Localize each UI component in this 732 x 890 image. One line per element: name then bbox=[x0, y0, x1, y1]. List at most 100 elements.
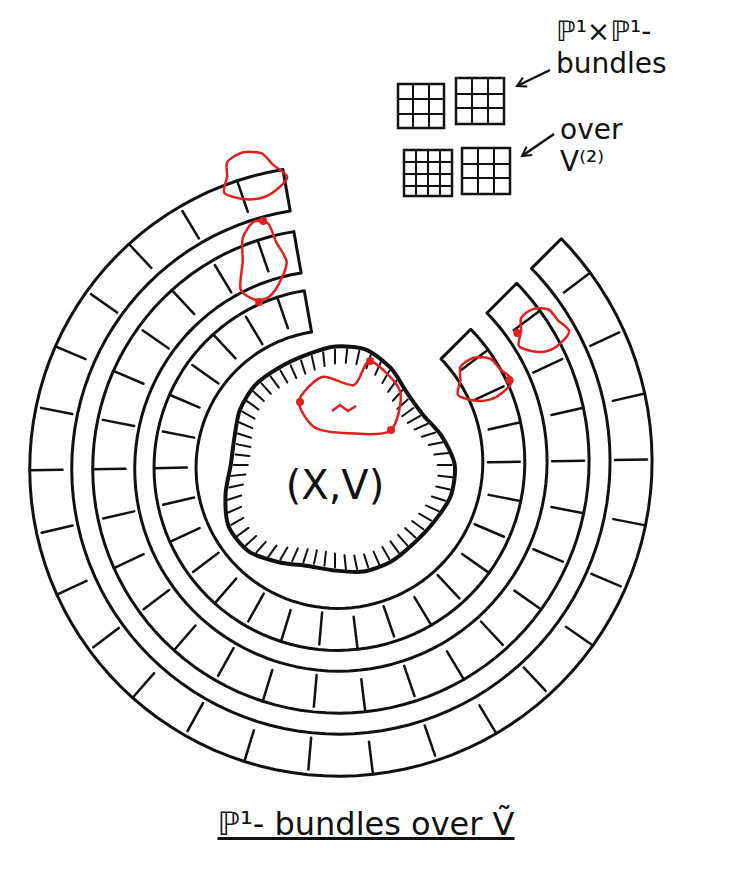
band-tick bbox=[91, 294, 117, 312]
annotation-label: ℙ¹×ℙ¹- bundles bbox=[556, 16, 716, 80]
band-tick bbox=[143, 330, 169, 348]
band-tick bbox=[258, 240, 269, 271]
band-tick bbox=[218, 648, 233, 676]
blob-tick bbox=[324, 552, 325, 566]
blob-tick bbox=[314, 550, 317, 564]
band-tick bbox=[154, 466, 187, 469]
band-tick bbox=[237, 181, 248, 212]
red-dot bbox=[513, 329, 521, 337]
band-tick bbox=[552, 507, 584, 513]
blob-tick bbox=[228, 507, 241, 513]
red-loop bbox=[518, 308, 569, 352]
band-tick bbox=[475, 386, 504, 399]
band-tick bbox=[174, 626, 195, 651]
caption-label: ℙ¹- bundles over Ṽ bbox=[20, 806, 712, 843]
band-tick bbox=[193, 553, 218, 572]
red-dot bbox=[387, 426, 395, 434]
band-tick bbox=[613, 519, 645, 525]
band-tick bbox=[447, 651, 464, 679]
blob-tick bbox=[292, 548, 298, 561]
band-tick bbox=[488, 461, 520, 464]
band-tick bbox=[93, 467, 126, 470]
blob-tick bbox=[229, 485, 243, 488]
band-tick bbox=[489, 495, 521, 501]
band-tick bbox=[246, 317, 262, 344]
red-dot bbox=[296, 398, 304, 406]
band-tick bbox=[533, 549, 562, 561]
blob-tick bbox=[256, 542, 265, 552]
blob-tick bbox=[271, 376, 279, 387]
blob-tick bbox=[235, 455, 249, 456]
blob-tick bbox=[291, 365, 297, 378]
band-tick bbox=[277, 297, 288, 328]
blob-tick bbox=[231, 518, 243, 525]
red-dot bbox=[255, 298, 263, 306]
band-tick bbox=[462, 554, 489, 573]
blob-tick bbox=[419, 514, 431, 521]
grid-square bbox=[462, 148, 510, 194]
band-tick bbox=[113, 371, 143, 384]
grid-square bbox=[404, 150, 452, 196]
red-dot bbox=[259, 217, 267, 225]
band-tick bbox=[514, 591, 541, 610]
band-tick bbox=[182, 211, 198, 238]
grid-lines bbox=[462, 148, 510, 194]
blob-tick bbox=[228, 495, 241, 499]
blob-tick bbox=[374, 552, 380, 565]
blob-tick bbox=[434, 453, 448, 454]
band-tick bbox=[414, 597, 431, 625]
band-tick bbox=[524, 668, 546, 691]
blob-tick bbox=[402, 408, 413, 416]
band-tick bbox=[479, 705, 496, 733]
blob-tick bbox=[280, 370, 287, 382]
grid-square bbox=[398, 84, 444, 128]
band-tick bbox=[188, 703, 203, 731]
band-tick bbox=[215, 579, 236, 604]
blob-tick bbox=[429, 442, 443, 445]
band-outline bbox=[154, 291, 525, 651]
band-tick bbox=[114, 554, 144, 568]
blob-tick bbox=[261, 383, 270, 393]
leader-arrow bbox=[522, 134, 554, 156]
blob-tick bbox=[422, 432, 435, 436]
blob-tick bbox=[382, 547, 389, 559]
band-tick bbox=[308, 738, 311, 770]
band-tick bbox=[462, 350, 488, 370]
band-tick bbox=[590, 332, 619, 345]
band-tick bbox=[103, 511, 134, 518]
band-outline bbox=[30, 170, 652, 777]
red-loop bbox=[299, 361, 401, 434]
grid-lines bbox=[456, 78, 504, 124]
blob-tick bbox=[240, 422, 253, 428]
blob-tick bbox=[237, 528, 248, 536]
band-tick bbox=[192, 365, 218, 383]
red-loop bbox=[457, 357, 512, 401]
band-tick bbox=[564, 273, 590, 293]
blob-tick bbox=[334, 554, 336, 568]
band-tick bbox=[263, 670, 273, 701]
blob-tick bbox=[398, 535, 407, 545]
band-tick bbox=[170, 528, 200, 542]
band-tick bbox=[169, 395, 199, 408]
blob-tick bbox=[238, 433, 251, 437]
blob-border bbox=[225, 346, 455, 572]
band-tick bbox=[163, 498, 194, 505]
blob-tick bbox=[408, 416, 420, 423]
blob-tick bbox=[346, 349, 347, 363]
band-tick bbox=[30, 469, 63, 472]
band-tick bbox=[566, 627, 593, 646]
red-squiggle bbox=[332, 405, 356, 411]
blob-tick bbox=[323, 352, 324, 366]
band-tick bbox=[314, 675, 317, 707]
blob-tick bbox=[312, 356, 315, 370]
band-tick bbox=[354, 617, 358, 650]
band-tick bbox=[591, 574, 620, 586]
band-tick bbox=[133, 673, 154, 698]
band-tick bbox=[361, 679, 365, 712]
red-loop bbox=[224, 152, 287, 200]
blob-tick bbox=[234, 464, 248, 466]
band-tick bbox=[552, 459, 584, 462]
band-tick bbox=[369, 742, 373, 775]
band-tick bbox=[57, 581, 87, 595]
